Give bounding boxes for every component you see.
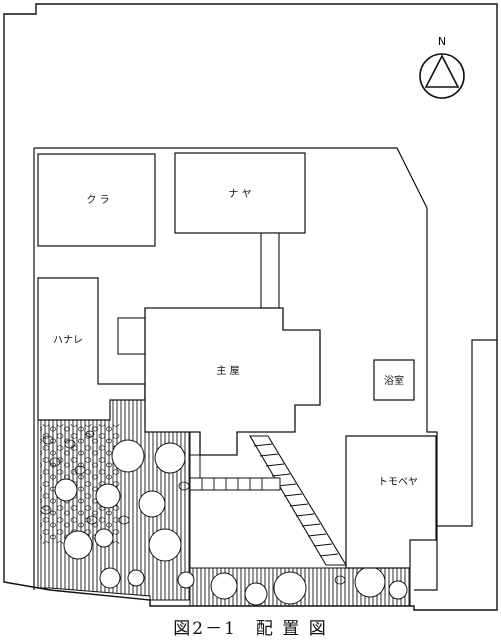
compass-north-label: N (438, 35, 446, 48)
horizontal-stone-path (189, 477, 281, 491)
building-naya: ナ ヤ (174, 152, 306, 234)
tomobeya-label: トモベヤ (378, 476, 418, 488)
diagonal-stone-path (249, 435, 347, 566)
figure-caption: 図2－1 配 置 図 (173, 619, 328, 639)
site-boundary (3, 3, 498, 611)
omoya-label: 主 屋 (216, 365, 239, 377)
yard-outline (34, 147, 438, 591)
building-tomobeya: トモベヤ (345, 435, 437, 569)
courtyard-outline (190, 454, 201, 479)
courtyard-lower (189, 490, 325, 569)
building-omoya: 主 屋 (144, 307, 321, 456)
right-outbuilding-outline (437, 339, 497, 527)
building-yokushitsu: 浴室 (373, 359, 415, 401)
garden-trees (54, 439, 408, 606)
corridor (260, 232, 280, 309)
yokushitsu-label: 浴室 (384, 374, 404, 387)
north-compass-icon: N (419, 35, 465, 99)
garden-shrubs (40, 430, 346, 585)
small-annex (117, 317, 147, 355)
building-kura: ク ラ (37, 153, 156, 247)
kura-label: ク ラ (86, 194, 109, 206)
hanare-label: ハナレ (53, 334, 83, 346)
naya-label: ナ ヤ (228, 188, 251, 200)
